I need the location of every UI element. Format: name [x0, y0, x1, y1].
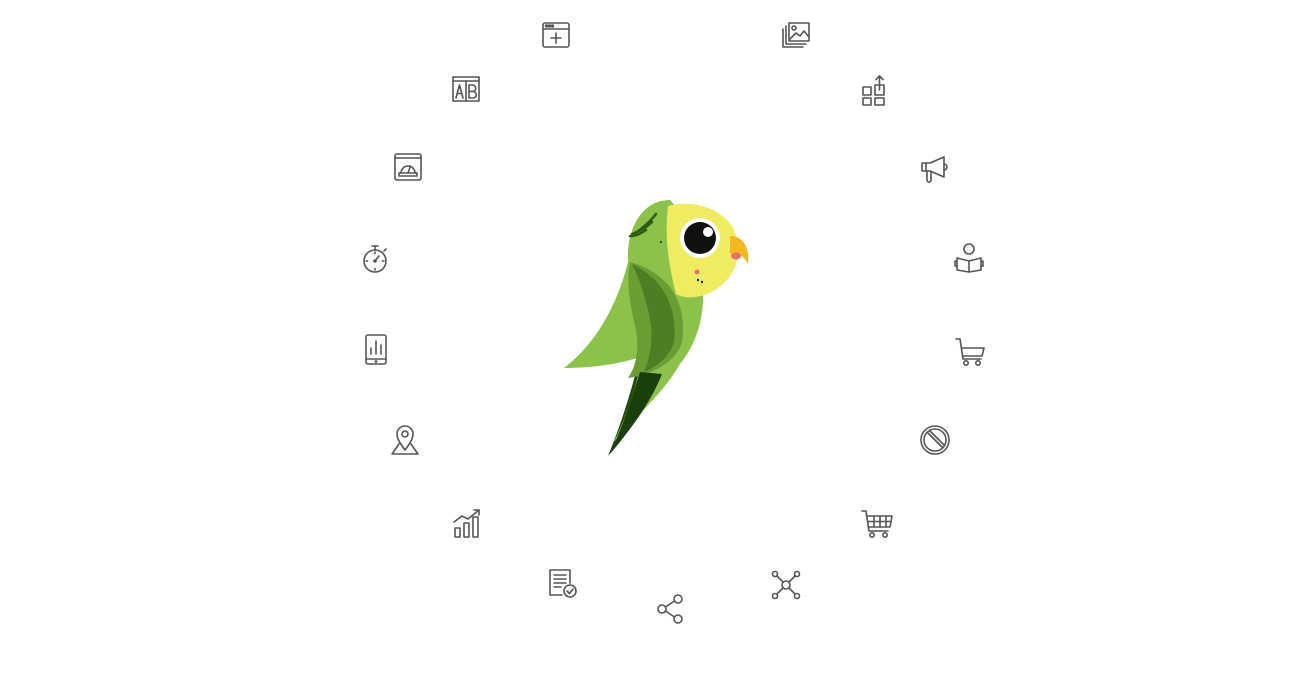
report-check-icon[interactable]	[544, 565, 580, 601]
new-window-icon[interactable]	[538, 17, 574, 53]
app-install-icon[interactable]	[857, 72, 893, 108]
shopping-cart-icon[interactable]	[859, 506, 895, 542]
image-gallery-icon[interactable]	[778, 18, 814, 54]
block-icon[interactable]	[917, 422, 953, 458]
stopwatch-icon[interactable]	[357, 241, 393, 277]
megaphone-icon[interactable]	[916, 150, 952, 186]
parrot-logo	[558, 192, 758, 460]
mobile-analytics-icon[interactable]	[358, 331, 394, 367]
reader-icon[interactable]	[951, 239, 987, 275]
network-icon[interactable]	[768, 567, 804, 603]
share-icon[interactable]	[652, 591, 688, 627]
growth-chart-icon[interactable]	[449, 505, 485, 541]
dashboard-gauge-icon[interactable]	[390, 149, 426, 185]
ab-test-icon[interactable]	[448, 71, 484, 107]
cart-icon[interactable]	[952, 334, 988, 370]
location-map-icon[interactable]	[387, 422, 423, 458]
